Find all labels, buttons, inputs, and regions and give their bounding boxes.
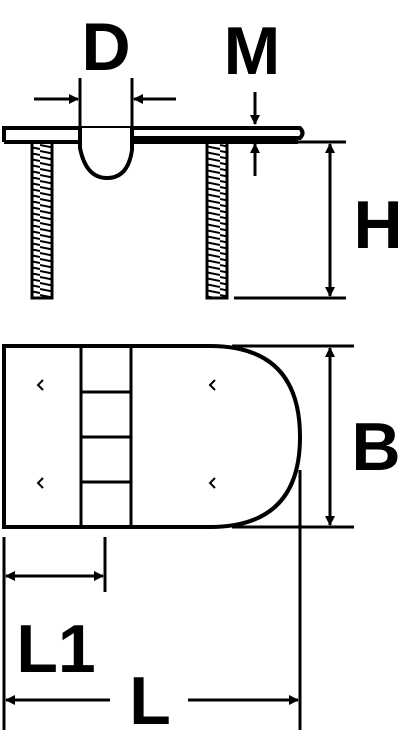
label-l: L: [129, 663, 171, 739]
label-h: H: [353, 187, 402, 263]
dimension-l1: [2, 537, 107, 730]
top-view: [2, 344, 354, 730]
dimension-h: [234, 140, 346, 300]
label-m: M: [224, 13, 281, 89]
screw-right: [205, 140, 229, 300]
dimension-b: [232, 344, 354, 529]
hinge-plate-side: [2, 126, 305, 144]
label-d: D: [81, 9, 130, 85]
screw-left: [30, 140, 54, 300]
side-view: [2, 78, 346, 300]
screw-hole-icon: [208, 379, 216, 391]
dimension-d: [34, 78, 176, 128]
label-l1: L1: [16, 611, 95, 687]
dimension-l: [5, 470, 302, 730]
label-b: B: [351, 409, 400, 485]
hinge-knuckle: [78, 128, 134, 181]
screw-hole-icon: [36, 379, 44, 391]
screw-hole-icon: [208, 477, 216, 489]
hinge-plate-top: [2, 344, 303, 529]
screw-hole-icon: [36, 477, 44, 489]
